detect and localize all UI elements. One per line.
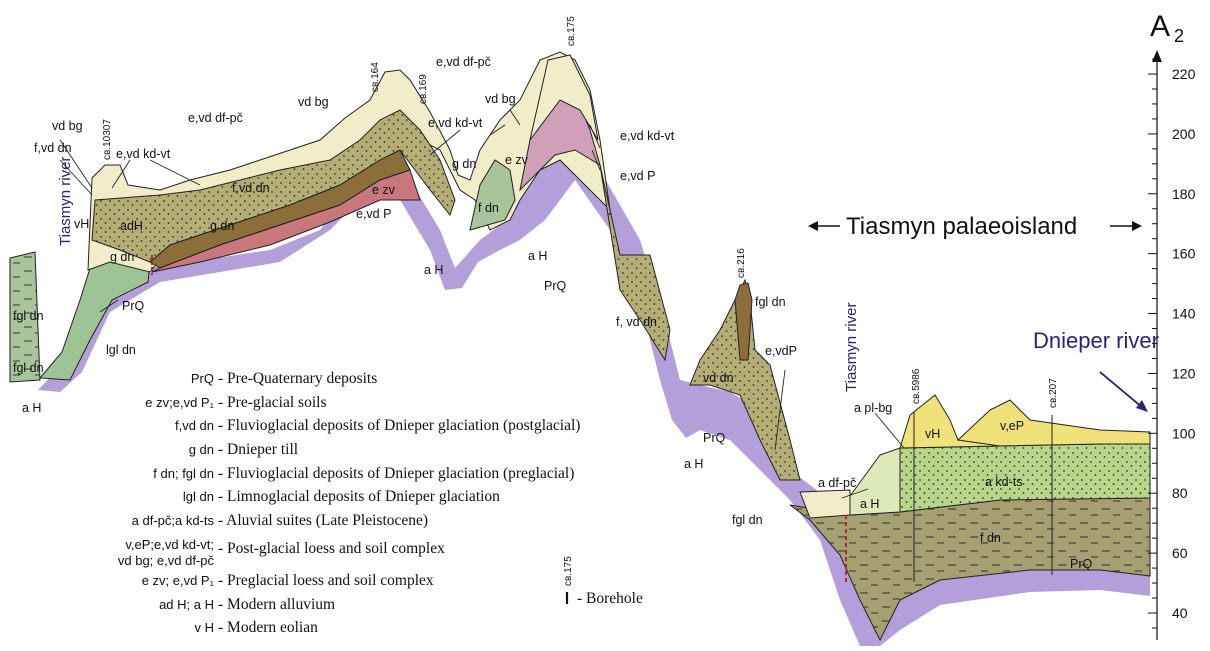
svg-text:lgl dn: lgl dn	[106, 343, 136, 357]
dnieper-arrowhead	[1136, 400, 1148, 412]
svg-text:a df-pč: a df-pč	[818, 476, 856, 490]
legend-code: f dn; fgl dn	[153, 466, 214, 481]
legend-description: - Fluvioglacial deposits of Dnieper glac…	[218, 465, 574, 482]
svg-text:fgl dn: fgl dn	[755, 295, 786, 309]
svg-text:a H: a H	[22, 401, 41, 415]
borehole-5986: св.5986	[911, 368, 922, 404]
svg-text:fgl dn: fgl dn	[13, 309, 44, 323]
svg-text:PrQ: PrQ	[703, 431, 726, 445]
borehole-10307: св.10307	[102, 119, 113, 160]
svg-text:PrQ: PrQ	[544, 279, 567, 293]
legend-description: - Fluvioglacial deposits of Dnieper glac…	[218, 417, 580, 434]
svg-text:a H: a H	[684, 457, 703, 471]
svg-text:f,vd dn: f,vd dn	[34, 141, 72, 155]
legend-borehole: св.175 - Borehole	[563, 556, 643, 607]
elevation-axis-arrow	[1152, 50, 1162, 62]
legend-code: vd bg; e,vd df-pč	[118, 553, 215, 568]
legend-description: - Post-glacial loess and soil complex	[218, 540, 445, 557]
borehole-216: св.216	[736, 248, 747, 278]
svg-text:f dn: f dn	[478, 201, 499, 215]
svg-text:vd bg: vd bg	[298, 95, 329, 109]
elevation-tick-label: 180	[1172, 186, 1196, 202]
svg-text:e,vd P: e,vd P	[620, 169, 655, 183]
svg-text:a H: a H	[860, 497, 879, 511]
legend-code: e zv; e,vd P₁	[142, 573, 215, 588]
legend-description: - Limnoglacial deposits of Dnieper glaci…	[218, 488, 500, 505]
legend-description: - Modern eolian	[218, 619, 318, 636]
svg-text:e,vdP: e,vdP	[765, 344, 797, 358]
legend-code: PrQ	[191, 371, 214, 386]
svg-text:e,vd df-pč: e,vd df-pč	[436, 55, 491, 69]
elevation-tick-label: 100	[1172, 425, 1196, 441]
elevation-tick-label: 120	[1172, 365, 1196, 381]
tiasmyn-river-right: Tiasmyn river	[843, 303, 860, 392]
svg-text:e,vd kd-vt: e,vd kd-vt	[620, 129, 675, 143]
svg-text:adH: adH	[120, 219, 143, 233]
legend-code: lgl dn	[183, 489, 214, 504]
svg-text:vd dn: vd dn	[703, 371, 734, 385]
svg-text:e zv: e zv	[505, 153, 529, 167]
elevation-tick-label: 160	[1172, 246, 1196, 262]
legend: PrQ - Pre-Quaternary deposits e zv;e,vd P₁…	[118, 370, 581, 636]
legend-description: - Aluvial suites (Late Pleistocene)	[218, 512, 428, 529]
legend-code: v H	[195, 620, 215, 635]
svg-text:e,vd kd-vt: e,vd kd-vt	[116, 147, 171, 161]
svg-text:a pl-bg: a pl-bg	[854, 401, 892, 415]
svg-text:g dn: g dn	[452, 157, 476, 171]
svg-text:e zv: e zv	[372, 183, 396, 197]
svg-text:vH: vH	[74, 217, 89, 231]
svg-text:vd bg: vd bg	[485, 92, 516, 106]
svg-text:e,vd kd-vt: e,vd kd-vt	[428, 116, 483, 130]
borehole-169: св.169	[418, 74, 429, 104]
svg-text:e,vd P: e,vd P	[356, 207, 391, 221]
borehole-207: св.207	[1048, 378, 1059, 408]
elevation-tick-label: 60	[1172, 545, 1188, 561]
svg-text:f,vd dn: f,vd dn	[232, 181, 270, 195]
svg-text:a H: a H	[528, 249, 547, 263]
borehole-175: св.175	[566, 16, 577, 46]
svg-text:g dn: g dn	[110, 250, 134, 264]
dnieper-river-label: Dnieper river	[1033, 328, 1159, 353]
tiasmyn-river-left: Tiasmyn river	[57, 157, 74, 246]
legend-description: - Pre-Quaternary deposits	[218, 370, 377, 387]
svg-text:fgl dn: fgl dn	[732, 513, 763, 527]
elevation-tick-label: 40	[1172, 605, 1188, 621]
legend-code: f,vd dn	[175, 418, 214, 433]
legend-description: - Dnieper till	[218, 441, 298, 458]
legend-code: ad H; a H	[159, 597, 214, 612]
legend-description: - Pre-glacial soils	[218, 394, 326, 411]
legend-description: - Modern alluvium	[218, 596, 335, 613]
svg-text:f dn: f dn	[980, 531, 1001, 545]
svg-text:g dn: g dn	[210, 219, 234, 233]
svg-text:fgl dn: fgl dn	[13, 361, 44, 375]
palaeoisland-label: Tiasmyn palaeoisland	[808, 213, 1142, 240]
elevation-tick-label: 200	[1172, 126, 1196, 142]
svg-text:Tiasmyn palaeoisland: Tiasmyn palaeoisland	[846, 213, 1077, 240]
svg-text:- Borehole: - Borehole	[577, 590, 643, 607]
svg-text:vH: vH	[925, 427, 940, 441]
svg-text:vd bg: vd bg	[52, 119, 83, 133]
elevation-tick-label: 140	[1172, 306, 1196, 322]
legend-code: g dn	[189, 442, 214, 457]
borehole-164: св.164	[370, 62, 381, 92]
svg-text:PrQ: PrQ	[122, 299, 145, 313]
legend-code: v,eP;e,vd kd-vt;	[125, 537, 214, 552]
svg-text:e,vd df-pč: e,vd df-pč	[188, 111, 243, 125]
svg-text:a kd-ts: a kd-ts	[985, 475, 1023, 489]
legend-code: e zv;e,vd P₁	[145, 395, 214, 410]
svg-text:св.175: св.175	[563, 556, 574, 586]
legend-description: - Preglacial loess and soil complex	[218, 572, 434, 589]
svg-text:v,eP: v,eP	[1000, 419, 1024, 433]
dnieper-river-arrow	[1100, 372, 1143, 408]
svg-text:PrQ: PrQ	[1070, 557, 1093, 571]
elevation-tick-label: 220	[1172, 66, 1196, 82]
elevation-tick-label: 80	[1172, 485, 1188, 501]
svg-text:a H: a H	[424, 263, 443, 277]
svg-text:f, vd dn: f, vd dn	[616, 315, 657, 329]
legend-code: a df-pč;a kd-ts	[132, 513, 215, 528]
